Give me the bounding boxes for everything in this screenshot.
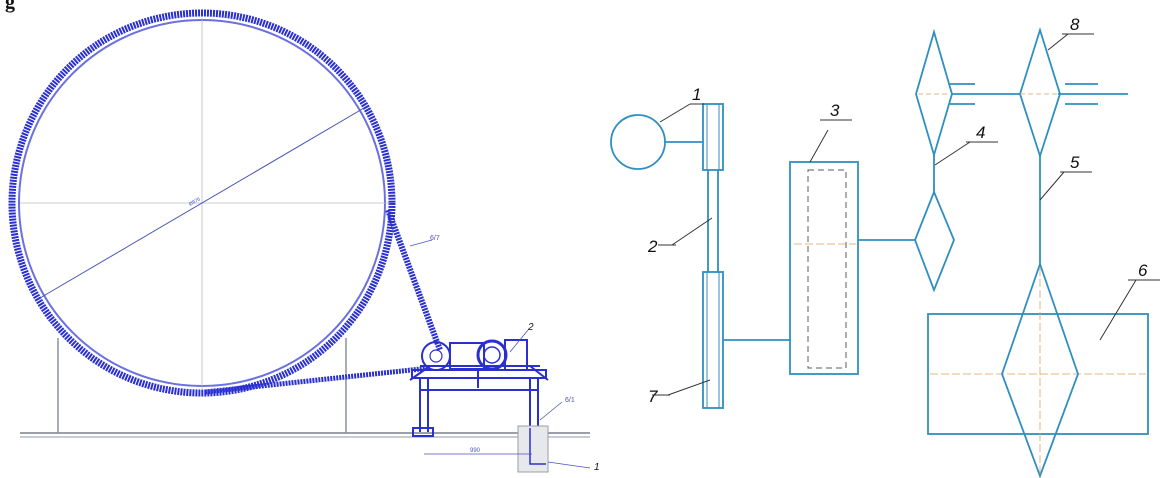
motor-symbol	[610, 114, 666, 170]
drum-outer-ring	[8, 9, 396, 397]
callout-label-1: 1	[594, 462, 600, 473]
scheme-label-3: 3	[830, 101, 840, 120]
upper-pulley	[702, 103, 724, 171]
kinematic-scheme	[610, 26, 1149, 478]
base-dimension-text: 990	[470, 448, 481, 454]
diameter-dimension-text: Ø876	[188, 196, 202, 207]
gearbox-housing	[789, 161, 859, 375]
drum-6-gear	[1001, 261, 1079, 478]
gear-8	[1019, 26, 1061, 159]
scheme-label-2: 2	[647, 237, 658, 256]
gear-4-lower	[914, 189, 955, 293]
lower-pulley	[702, 271, 724, 409]
callout-label-2: 2	[527, 322, 534, 333]
scheme-label-8: 8	[1070, 15, 1080, 34]
drive-unit	[420, 339, 540, 371]
gearbox-inner-dashed	[807, 169, 847, 369]
drive-frame	[409, 365, 549, 437]
belt-leader-note: 6/7	[430, 235, 440, 242]
foundation-block	[517, 425, 549, 473]
scheme-label-5: 5	[1070, 153, 1080, 172]
diameter-dimension-line	[39, 107, 365, 299]
scheme-label-6: 6	[1138, 261, 1148, 280]
scheme-label-1: 1	[692, 85, 701, 104]
foundation-leader-note: 6/1	[565, 397, 575, 404]
scheme-leaders	[652, 33, 1160, 396]
scheme-label-4: 4	[976, 123, 985, 142]
drum-6	[927, 313, 1149, 435]
header-fragment: g	[5, 0, 15, 13]
gear-4-upper	[915, 28, 953, 159]
belt-upper-run	[385, 208, 443, 352]
scheme-label-7: 7	[648, 387, 658, 406]
drum-assembly-drawing: Ø876 6/7 2	[8, 9, 600, 473]
belt-lower-run	[204, 365, 431, 395]
